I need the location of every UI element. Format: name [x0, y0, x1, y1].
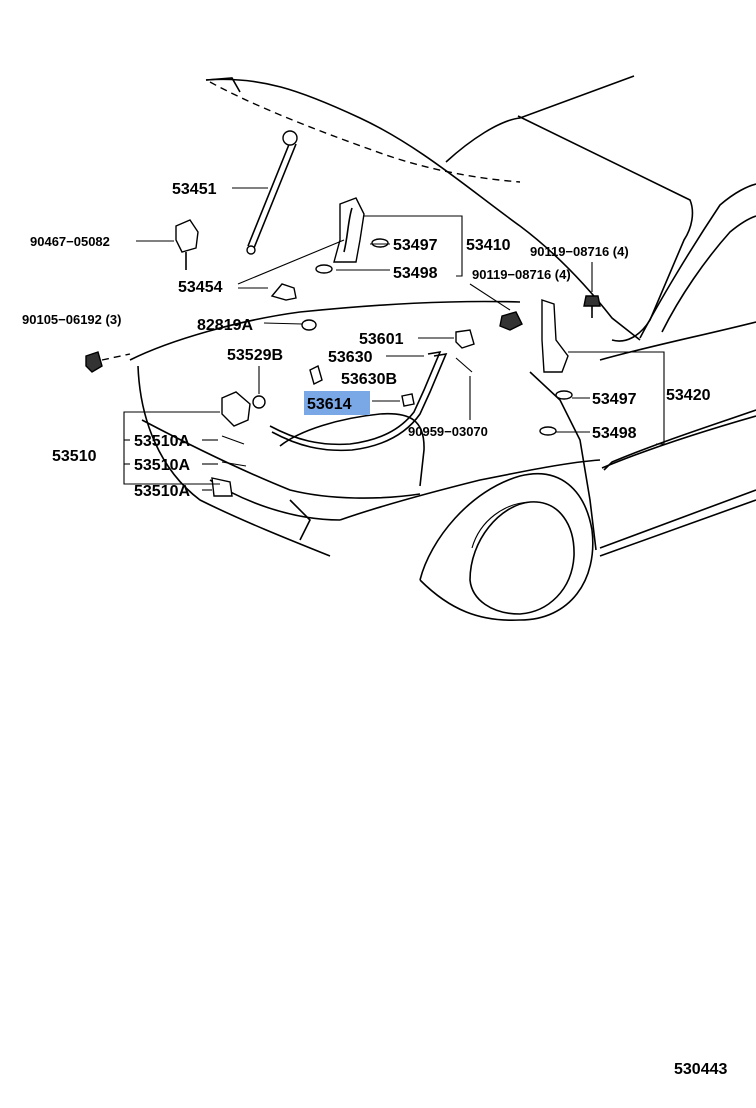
- bolt-90119-b: [499, 311, 523, 331]
- label-90467-05082[interactable]: 90467−05082: [30, 234, 110, 249]
- bolt-90105: [85, 351, 131, 373]
- diagram-id: 530443: [674, 1061, 727, 1078]
- cushion-53454: [270, 283, 297, 301]
- hood-lock-assembly: [211, 391, 251, 497]
- release-cable: [269, 350, 473, 452]
- label-53529B[interactable]: 53529B: [227, 347, 283, 364]
- label-90959-03070[interactable]: 90959−03070: [408, 424, 488, 439]
- label-53630[interactable]: 53630: [328, 349, 373, 366]
- clamp-53630B: [309, 364, 323, 386]
- label-53454[interactable]: 53454: [178, 279, 223, 296]
- label-53630B[interactable]: 53630B: [341, 371, 397, 388]
- hood-lock-control-lever: [455, 329, 475, 349]
- label-53410[interactable]: 53410: [466, 237, 511, 254]
- label-53497-top[interactable]: 53497: [393, 237, 438, 254]
- label-53498-top[interactable]: 53498: [393, 265, 438, 282]
- label-53451[interactable]: 53451: [172, 181, 217, 198]
- label-53510A-3[interactable]: 53510A: [134, 483, 190, 500]
- label-53601[interactable]: 53601: [359, 331, 404, 348]
- car-body-outline: [129, 75, 756, 621]
- clamp-53614: [401, 393, 415, 407]
- label-53510A-2[interactable]: 53510A: [134, 457, 190, 474]
- bolt-90119-a: [583, 295, 601, 318]
- highlight-53614: [304, 391, 370, 415]
- label-53510[interactable]: 53510: [52, 448, 97, 465]
- hood-hinge-right: [539, 299, 573, 436]
- part-labels: 53451 90467−05082 53497 53410 53498 9011…: [22, 181, 711, 500]
- label-53497-right[interactable]: 53497: [592, 391, 637, 408]
- stay-82819A: [301, 319, 317, 331]
- bumper-53529B: [252, 395, 266, 409]
- label-90105-06192[interactable]: 90105−06192 (3): [22, 312, 121, 327]
- label-53614[interactable]: 53614: [307, 396, 352, 413]
- label-90119-08716-b[interactable]: 90119−08716 (4): [472, 267, 571, 282]
- clip-90467: [175, 219, 199, 270]
- label-53420[interactable]: 53420: [666, 387, 711, 404]
- label-53510A-1[interactable]: 53510A: [134, 433, 190, 450]
- label-82819A[interactable]: 82819A: [197, 317, 253, 334]
- hood-support-rod: [246, 130, 298, 255]
- label-53498-right[interactable]: 53498: [592, 425, 637, 442]
- label-90119-08716-a[interactable]: 90119−08716 (4): [530, 244, 629, 259]
- leader-lines: [123, 187, 665, 491]
- hood-hinge-left: [315, 197, 389, 274]
